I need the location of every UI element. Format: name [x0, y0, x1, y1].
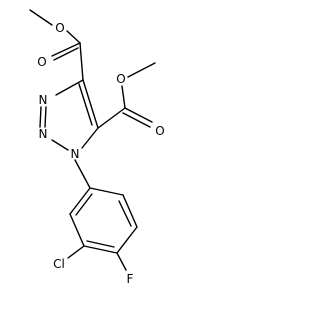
- bond-ester1-c4: [79, 42, 84, 81]
- bond-ph-c6-c1-inner: [75, 193, 93, 216]
- bond-methyl1-o1: [29, 9, 53, 26]
- atom-label-o3: O: [116, 72, 125, 86]
- atom-label-n2: N: [39, 127, 48, 141]
- bond-ph-c5-c6: [69, 213, 85, 247]
- bond-c4-n3: [55, 79, 84, 96]
- bond-c5-c4-a: [82, 79, 99, 129]
- atom-label-n3: N: [39, 93, 48, 107]
- bond-n1-phenyl: [74, 159, 91, 189]
- bond-ester2-carbonyl-a: [124, 107, 153, 123]
- atom-label-o4: O: [155, 124, 164, 138]
- bond-ester2-o3: [121, 85, 126, 109]
- bond-o3-methyl2: [127, 62, 156, 78]
- atom-label-f: F: [127, 272, 134, 286]
- bond-ph-c1-c2: [89, 187, 124, 196]
- bond-c5-ester2-carbon: [97, 107, 126, 129]
- chemical-structure-diagram: O O O O N N N Cl F: [29, 9, 164, 286]
- bond-ph-c3-c4: [116, 226, 138, 254]
- bond-n3-n2-b: [44, 106, 47, 128]
- atom-label-n1: N: [71, 147, 80, 161]
- bond-o1-ester1-carbon: [66, 30, 81, 44]
- bond-ester1-carbonyl-a: [51, 42, 81, 57]
- atom-label-o1: O: [55, 21, 64, 35]
- bond-ph-c4-c5: [83, 245, 118, 254]
- bond-ester2-carbonyl-b: [122, 112, 151, 128]
- atom-label-o2: O: [37, 55, 46, 69]
- bond-ph-c6-c1: [69, 187, 91, 215]
- bond-ph-cl: [67, 245, 85, 259]
- bond-ph-c2-c3: [122, 194, 138, 228]
- bond-n1-c5: [81, 127, 99, 149]
- bond-ph-f: [116, 252, 127, 271]
- bond-ester1-carbonyl-b: [53, 47, 79, 61]
- bond-c5-c4-b: [78, 83, 93, 126]
- atom-label-cl: Cl: [53, 257, 65, 271]
- bond-n2-n1: [51, 139, 69, 151]
- bond-n3-n2-a: [39, 106, 42, 128]
- bond-ph-c4-c5-inner: [86, 240, 115, 248]
- bond-ph-c2-c3-inner: [118, 200, 132, 227]
